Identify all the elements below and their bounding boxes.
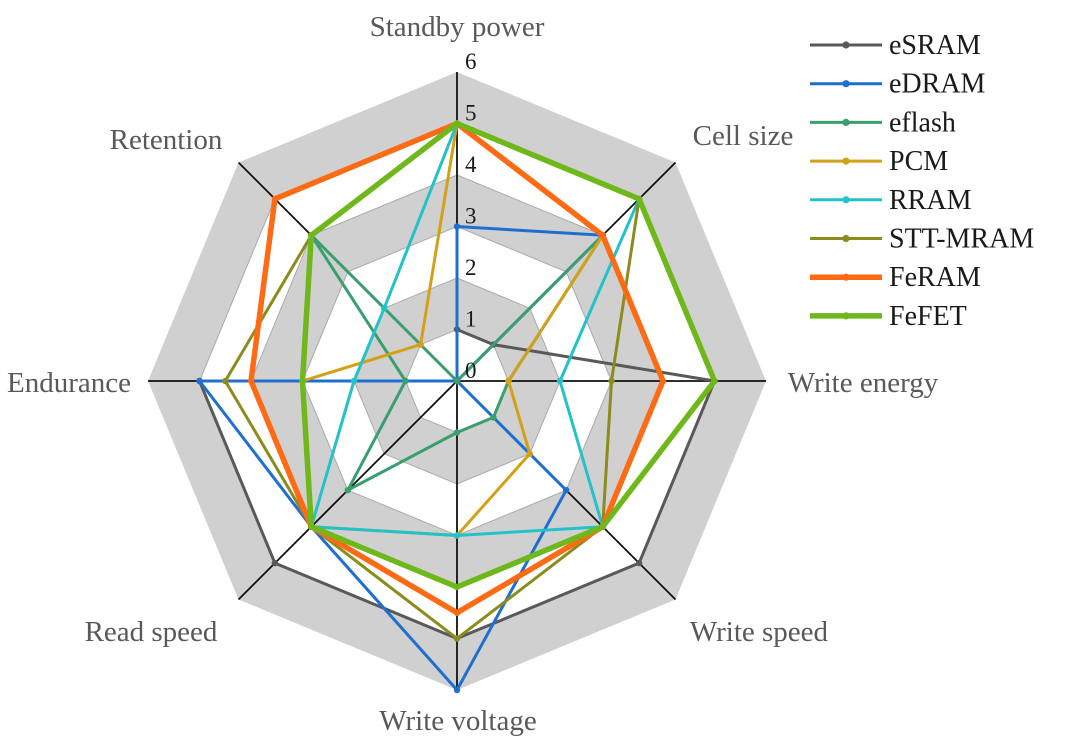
point-rram-6	[350, 377, 358, 385]
point-fefet-6	[299, 377, 306, 385]
tick-label-2: 2	[465, 255, 477, 280]
legend-label-esram: eSRAM	[889, 30, 981, 61]
axis-label-read-speed: Read speed	[85, 616, 218, 648]
axis-label-retention: Retention	[110, 124, 223, 156]
tick-label-5: 5	[465, 101, 477, 126]
point-rram-7	[381, 305, 388, 312]
point-esram-5	[271, 559, 279, 567]
legend-label-edram: eDRAM	[889, 69, 986, 100]
point-eflash-3	[490, 414, 497, 421]
point-eflash-6	[402, 377, 409, 385]
point-edram-3	[563, 487, 570, 494]
legend-item-stt-mram: STT-MRAM	[810, 224, 1034, 255]
radar-series-layer	[196, 120, 718, 694]
axis-label-write-speed: Write speed	[690, 616, 829, 648]
point-edram-6	[196, 377, 203, 385]
legend-label-rram: RRAM	[889, 185, 972, 216]
axis-label-endurance: Endurance	[7, 367, 131, 399]
point-feram-6	[247, 377, 255, 385]
point-pcm-3	[526, 450, 533, 457]
point-eflash-0	[453, 377, 461, 385]
legend-marker-pcm	[842, 157, 850, 165]
legend-item-esram: eSRAM	[810, 30, 981, 61]
legend-marker-eflash	[842, 118, 850, 126]
point-feram-4	[453, 609, 461, 616]
legend-label-fefet: FeFET	[889, 301, 967, 332]
point-stt-mram-2	[608, 377, 615, 385]
legend-label-pcm: PCM	[889, 146, 948, 177]
point-fefet-2	[711, 377, 718, 385]
legend-item-fefet: FeFET	[810, 301, 967, 332]
legend-item-edram: eDRAM	[810, 69, 986, 100]
axis-label-cell-size: Cell size	[693, 120, 794, 152]
point-edram-4	[453, 686, 461, 694]
tick-label-0: 0	[465, 358, 477, 383]
legend-marker-stt-mram	[842, 234, 850, 243]
point-pcm-7	[417, 341, 424, 348]
point-eflash-4	[453, 429, 461, 436]
point-fefet-1	[635, 195, 643, 203]
legend-item-eflash: eflash	[810, 107, 956, 138]
series-fefet	[299, 120, 718, 591]
legend-item-pcm: PCM	[810, 146, 948, 177]
legend-label-feram: FeRAM	[889, 262, 981, 293]
legend-marker-edram	[842, 80, 850, 88]
legend-label-stt-mram: STT-MRAM	[889, 224, 1034, 255]
point-esram-3	[635, 559, 643, 567]
point-fefet-7	[308, 232, 315, 239]
legend-marker-rram	[842, 196, 850, 204]
tick-label-6: 6	[465, 49, 477, 74]
legend-label-eflash: eflash	[889, 107, 956, 138]
tick-label-1: 1	[465, 307, 477, 332]
legend-marker-esram	[842, 41, 850, 49]
tick-label-4: 4	[465, 152, 477, 177]
axis-label-write-voltage: Write voltage	[379, 705, 536, 737]
point-fefet-3	[599, 523, 606, 530]
point-rram-2	[556, 377, 564, 385]
legend-marker-fefet	[842, 312, 850, 320]
point-feram-2	[659, 377, 667, 385]
point-edram-0	[453, 223, 461, 230]
legend-item-rram: RRAM	[810, 185, 972, 216]
point-eflash-5	[344, 487, 351, 494]
point-feram-7	[271, 195, 279, 203]
point-fefet-4	[453, 583, 461, 591]
tick-label-3: 3	[465, 204, 477, 229]
axis-label-write-energy: Write energy	[788, 367, 939, 399]
point-fefet-0	[453, 120, 461, 127]
point-rram-4	[453, 532, 461, 539]
point-stt-mram-4	[453, 635, 461, 642]
legend-marker-feram	[842, 273, 850, 281]
radar-tick-labels: 0 1 2 3 4 5 6	[465, 49, 477, 383]
point-feram-1	[599, 232, 606, 239]
axis-label-standby-power: Standby power	[370, 11, 545, 43]
legend-item-feram: FeRAM	[810, 262, 981, 293]
point-pcm-2	[505, 377, 512, 385]
point-stt-mram-6	[222, 377, 229, 385]
point-fefet-5	[308, 523, 315, 530]
